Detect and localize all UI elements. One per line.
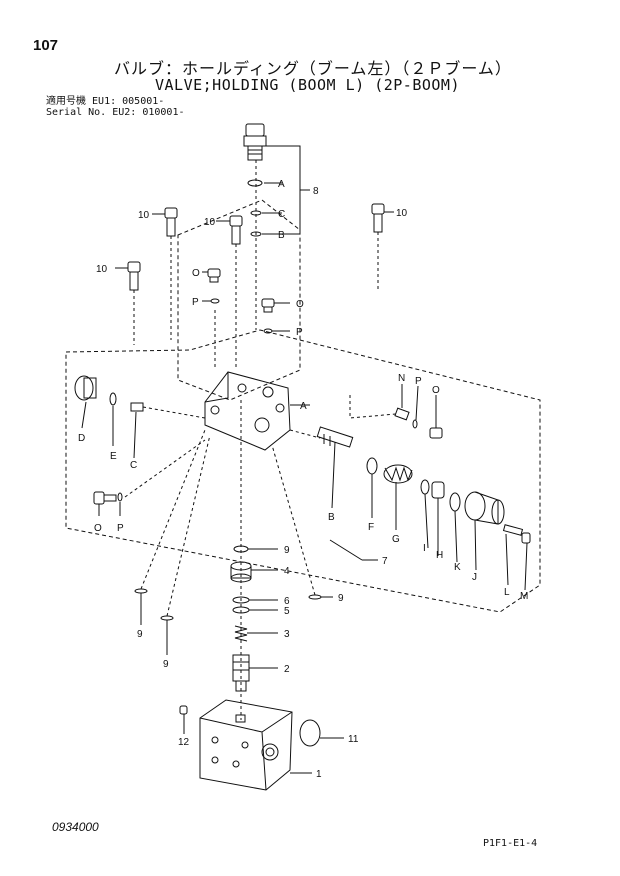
serial-label-jp: 適用号機	[46, 96, 86, 107]
label-9-left-a: 9	[137, 629, 143, 640]
bolt-10-c	[127, 261, 141, 291]
ring-h	[420, 479, 430, 495]
spring-3	[234, 625, 248, 642]
serial-row-eu2: Serial No. EU2: 010001-	[46, 107, 185, 118]
oring-11	[299, 719, 321, 747]
label-9-right: 9	[338, 593, 344, 604]
plug-d	[74, 375, 97, 401]
body-1	[199, 699, 293, 791]
label-10-b: 10	[204, 217, 216, 228]
ring-k	[449, 492, 461, 512]
label-b-top: B	[278, 230, 285, 241]
plug-o-right	[429, 427, 443, 439]
title-english: VALVE;HOLDING (BOOM L) (2P-BOOM)	[155, 76, 460, 94]
label-c-top: C	[278, 209, 285, 220]
label-7: 7	[382, 556, 388, 567]
label-p-upper-left: P	[192, 297, 199, 308]
label-8: 8	[313, 186, 319, 197]
bolt-10-a	[164, 207, 178, 237]
label-a-top: A	[278, 179, 285, 190]
label-n: N	[398, 373, 405, 384]
assembly-8-outline	[177, 199, 301, 401]
label-p-upper-right: P	[296, 327, 303, 338]
plug-o-upper-left	[207, 268, 221, 283]
serial-row-eu1: 適用号機 EU1: 005001-	[46, 96, 185, 107]
drawing-number: 0934000	[52, 820, 99, 834]
label-5: 5	[284, 606, 290, 617]
label-1: 1	[316, 769, 322, 780]
serial-eu2: EU2: 010001-	[112, 107, 185, 118]
label-4: 4	[284, 566, 290, 577]
label-9-left-b: 9	[163, 659, 169, 670]
label-11: 11	[348, 734, 359, 745]
serial-label-en: Serial No.	[46, 107, 107, 118]
ring-9-left-a	[134, 588, 148, 594]
label-h: H	[436, 550, 443, 561]
label-g: G	[392, 534, 400, 545]
ring-9-right	[308, 594, 322, 600]
label-i: I	[423, 543, 426, 554]
ring-e	[109, 392, 117, 406]
figure-code: P1F1-E1-4	[483, 838, 538, 849]
label-a-block: A	[300, 401, 307, 412]
label-d: D	[78, 433, 85, 444]
label-o-upper-left: O	[192, 268, 200, 279]
serial-info: 適用号機 EU1: 005001- Serial No. EU2: 010001…	[46, 96, 185, 118]
ring-9-left-b	[160, 615, 174, 621]
label-k: K	[454, 562, 461, 573]
label-12: 12	[178, 737, 190, 748]
label-m: M	[520, 591, 528, 602]
page-number: 107	[33, 37, 59, 54]
serial-eu1: EU1: 005001-	[92, 96, 165, 107]
plug-n	[394, 407, 410, 421]
label-j: J	[472, 572, 477, 583]
piston-4	[230, 561, 252, 583]
label-2: 2	[284, 664, 290, 675]
label-f: F	[368, 522, 374, 533]
title-japanese: バルブ：ホールディング（ブーム左）（２Ｐブーム）	[114, 61, 512, 78]
ring-f	[366, 457, 378, 475]
label-6: 6	[284, 596, 290, 607]
bolt-10-b	[229, 215, 243, 245]
ring-p-right	[412, 419, 418, 429]
plug-o-lower-left	[93, 491, 117, 505]
plug-c-left	[130, 402, 144, 412]
spool-b	[316, 426, 354, 448]
bolt-10-d	[371, 203, 385, 233]
label-l: L	[504, 587, 510, 598]
label-10-c: 10	[96, 264, 108, 275]
item-8-fitting	[243, 123, 267, 161]
ring-p-upper-left	[210, 298, 220, 304]
plug-12	[179, 705, 188, 715]
valve-block	[204, 371, 291, 451]
ring-p-lower-left	[117, 492, 123, 502]
cap-i	[431, 481, 445, 499]
label-p-right: P	[415, 376, 422, 387]
label-10-a: 10	[138, 210, 150, 221]
plug-m	[521, 532, 531, 544]
label-9-upper: 9	[284, 545, 290, 556]
assembly-7-outline	[65, 329, 541, 613]
plug-j	[464, 491, 505, 525]
label-e: E	[110, 451, 117, 462]
label-p-lower-left: P	[117, 523, 124, 534]
label-o-upper-right: O	[296, 299, 304, 310]
label-10-d: 10	[396, 208, 408, 219]
label-c-left: C	[130, 460, 137, 471]
oring-a-top	[247, 179, 263, 187]
label-b-spool: B	[328, 512, 335, 523]
label-o-lower-left: O	[94, 523, 102, 534]
label-o-right: O	[432, 385, 440, 396]
screw-l	[502, 524, 524, 536]
plug-o-upper-right	[261, 298, 275, 313]
label-3: 3	[284, 629, 290, 640]
spring-g	[383, 464, 413, 484]
